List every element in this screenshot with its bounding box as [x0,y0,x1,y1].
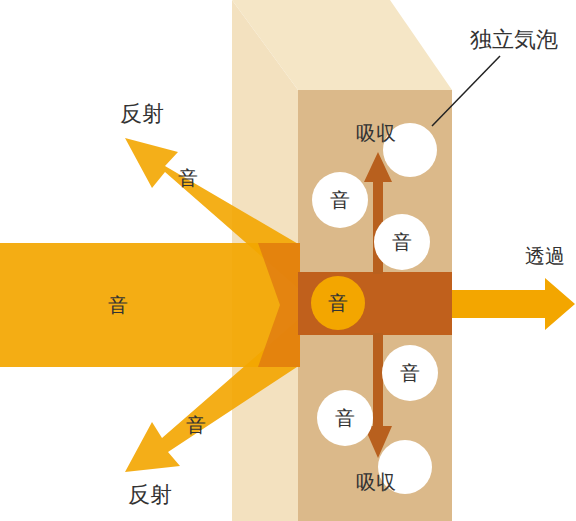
bubble-text: 音 [330,187,350,214]
annotation-label: 独立気泡 [470,25,558,55]
transmit-band [298,272,452,335]
bubble-text: 音 [335,405,355,432]
wall-top [232,0,452,90]
annotation-label: 音 [108,292,128,319]
bubble-text: 音 [392,229,412,256]
annotation-label: 吸収 [356,120,396,147]
annotation-label: 音 [178,165,198,192]
impact-zone [258,243,300,367]
annotation-label: 音 [186,412,206,439]
annotation-label: 透過 [525,243,565,270]
annotation-label: 吸収 [356,469,396,496]
bubble-text: 音 [400,360,420,387]
annotation-label: 反射 [128,480,172,510]
bubble-circle: 音 [311,276,365,330]
bubble-circle: 音 [374,214,430,270]
leader-line [432,56,500,126]
bubble-circle: 音 [312,172,368,228]
transmit-arrow [452,278,575,330]
bubble-circle: 音 [382,345,438,401]
wall-front [298,90,452,521]
annotation-label: 反射 [120,99,164,129]
bubble-text: 音 [328,290,348,317]
bubble-circle: 音 [317,390,373,446]
incoming-arrow [0,243,300,367]
